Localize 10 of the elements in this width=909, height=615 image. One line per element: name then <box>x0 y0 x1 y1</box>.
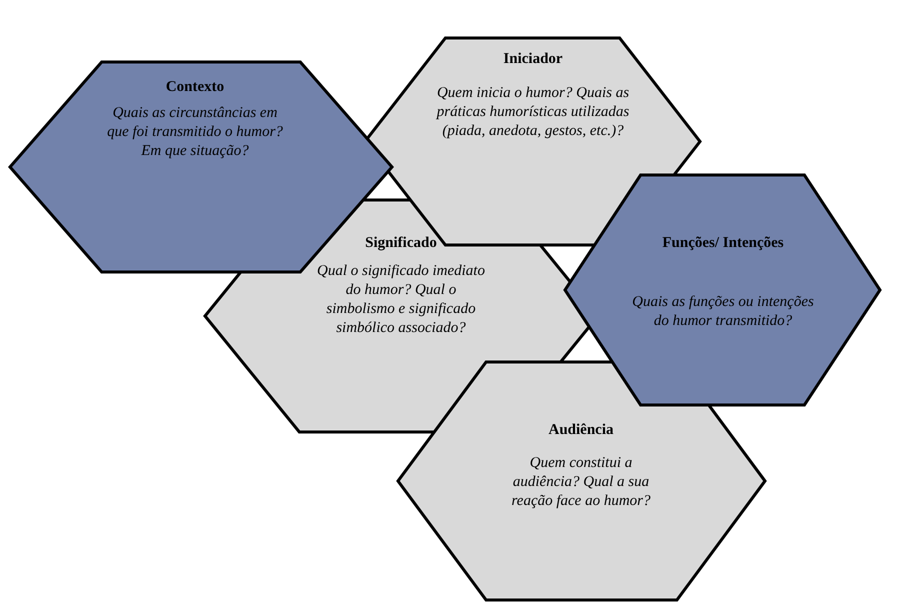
hexagon-question: Quem constitui a audiência? Qual a sua reação face ao humor? <box>510 454 652 511</box>
hexagon-title: Funções/ Intenções <box>661 234 785 253</box>
hexagon-question: Quais as circunstâncias em que foi transmitido o humor? Em que situação? <box>106 104 284 161</box>
hexagon-question: Qual o significado imediato do humor? Qual o simbolismo e significado simbólico associado? <box>316 262 486 338</box>
hexagon-title: Contexto <box>164 78 226 97</box>
hexagon-question: Quem inicia o humor? Quais as práticas humorísticas utilizadas (piada, anedota, gestos, etc.)? <box>435 84 630 141</box>
hexagon-title: Significado <box>364 234 438 253</box>
hexagon-question: Quais as funções ou intenções do humor transmitido? <box>631 293 815 331</box>
hexagon-title: Audiência <box>547 421 614 440</box>
hexagon-title: Iniciador <box>502 50 564 69</box>
